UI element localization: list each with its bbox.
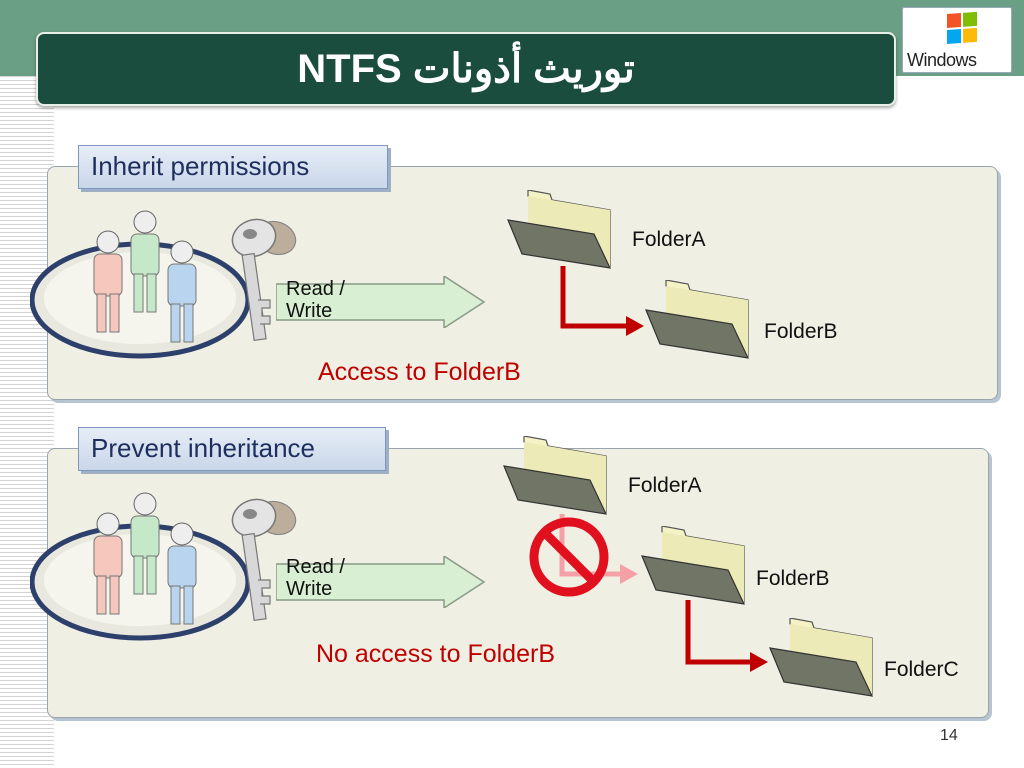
permission-label-line: Write	[286, 578, 333, 600]
folder-a-label: FolderA	[632, 228, 706, 251]
slide-title: NTFS توريث أذونات	[297, 47, 635, 91]
permission-label-line: Read /	[286, 278, 345, 300]
section-label-prevent: Prevent inheritance	[78, 427, 386, 471]
logo-text: Windows	[907, 50, 977, 70]
folder-b-label: FolderB	[756, 567, 830, 590]
access-result: Access to FolderB	[318, 358, 521, 386]
prohibited-icon	[529, 517, 609, 597]
folder-icon	[768, 618, 878, 698]
folder-b-label: FolderB	[764, 320, 838, 343]
permission-label-2: Read / Write	[286, 556, 345, 600]
permission-label-line: Write	[286, 300, 333, 322]
windows-logo: Windows	[902, 7, 1012, 73]
windows-flag-icon	[947, 11, 977, 44]
permission-label-line: Read /	[286, 556, 345, 578]
section-label-inherit: Inherit permissions	[78, 145, 388, 189]
folder-c-label: FolderC	[884, 658, 959, 681]
title-bar: NTFS توريث أذونات	[36, 32, 896, 106]
side-stripes	[0, 76, 54, 768]
permission-label-1: Read / Write	[286, 278, 345, 322]
access-result: No access to FolderB	[316, 640, 555, 668]
slide-number: 14	[940, 727, 958, 744]
folder-a-label: FolderA	[628, 474, 702, 497]
